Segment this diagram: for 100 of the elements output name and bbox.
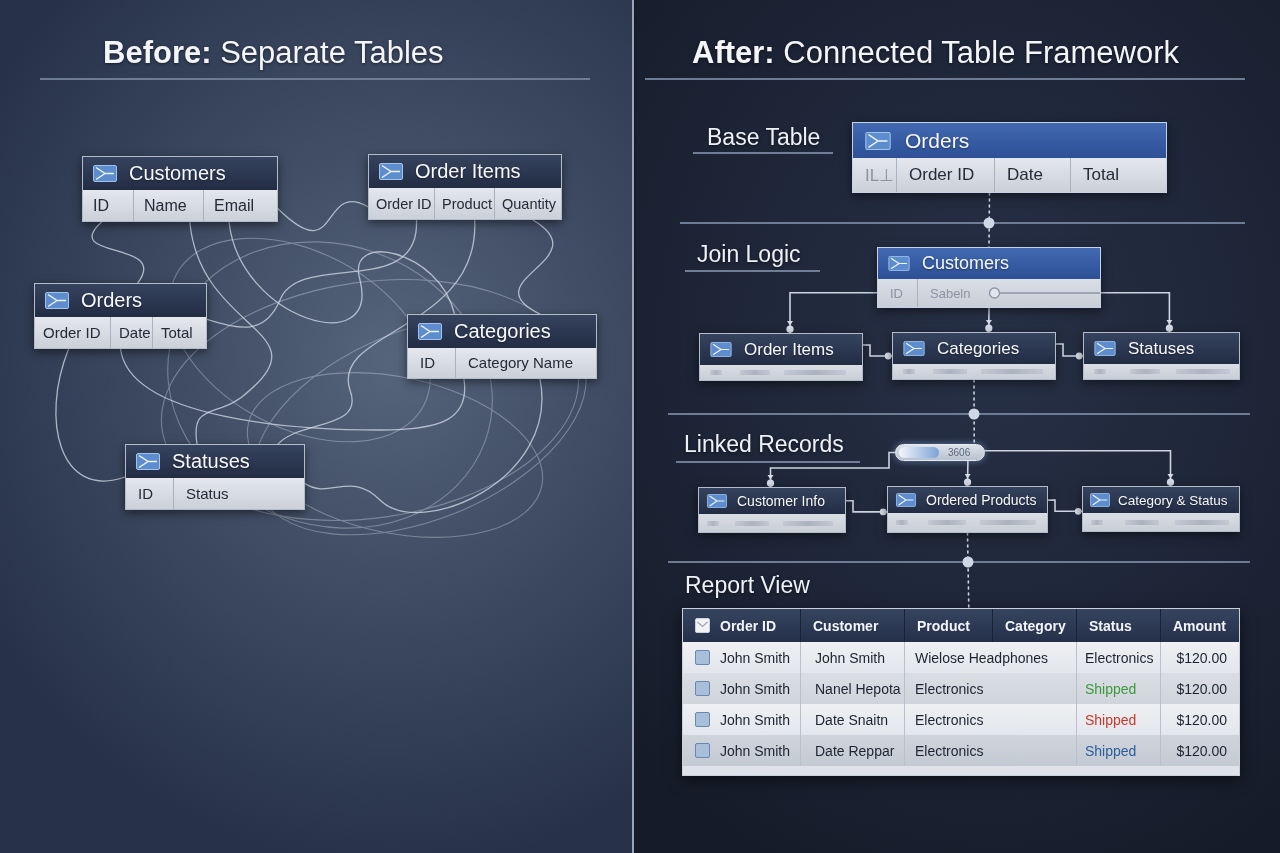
category-name: Electronics (1085, 649, 1154, 666)
section-label: Linked Records (684, 430, 844, 458)
column-name: ID (420, 354, 435, 371)
person-name: John Smith (720, 742, 791, 759)
section-label: Base Table (707, 123, 821, 151)
table-title: Categories (454, 320, 551, 343)
column-name: Product (442, 195, 492, 212)
person-name: Nanel Hepota (815, 680, 901, 697)
column-name: Category Name (468, 354, 574, 371)
tangled-line (304, 378, 543, 513)
table-card (82, 156, 278, 222)
tangled-line (228, 221, 456, 323)
column-name: Order ID (909, 165, 975, 184)
column-name: ID (93, 196, 109, 214)
connector-line (845, 500, 888, 516)
section-label: Join Logic (697, 240, 801, 268)
tangled-line (206, 219, 418, 328)
column-name: Order ID (43, 323, 101, 341)
connector-line (1047, 499, 1083, 515)
connector-line (1055, 343, 1084, 360)
column-header: Product (917, 617, 970, 634)
connector-line (963, 460, 972, 487)
table-card (407, 314, 597, 379)
column-header: Customer (813, 617, 879, 634)
column-name: ID (890, 286, 903, 301)
table-title: Customers (922, 253, 1010, 274)
column-name: Date (119, 323, 151, 341)
panel-heading: After: Connected Table Framework (692, 34, 1180, 72)
link-pill (895, 444, 985, 461)
amount-value: $120.00 (1176, 649, 1227, 666)
category-name: Electronics (915, 680, 984, 697)
column-name: Date (1007, 165, 1043, 184)
tangled-line (189, 221, 273, 445)
table-title: Order Items (744, 339, 834, 360)
column-name: Sabeln (930, 286, 971, 301)
connector-line (766, 451, 896, 488)
section-label: Report View (685, 571, 810, 599)
amount-value: $120.00 (1176, 680, 1227, 697)
connector-line (862, 344, 893, 360)
table-title: Customer Info (737, 493, 825, 509)
column-name: ID (138, 484, 153, 502)
panel (636, 0, 1280, 853)
person-name: John Smith (815, 649, 886, 666)
column-name: Order ID (376, 195, 432, 212)
category-name: Electronics (915, 742, 984, 759)
person-name: Date Snaitn (815, 711, 889, 728)
tangled-line (277, 219, 476, 445)
connector-line (1100, 292, 1173, 333)
status-label: Shipped (1085, 742, 1137, 759)
tangled-line (518, 219, 554, 315)
amount-value: $120.00 (1176, 711, 1227, 728)
table-card (852, 122, 1167, 193)
table-title: Category & Status (1118, 492, 1228, 508)
table-card (368, 154, 562, 220)
tangled-line (55, 348, 126, 482)
column-header: Amount (1173, 617, 1226, 634)
column-name: Name (144, 196, 187, 214)
amount-value: $120.00 (1176, 742, 1227, 759)
table-title: Categories (937, 338, 1020, 359)
person-name: John Smith (720, 711, 791, 728)
table-card (877, 247, 1101, 308)
tangled-line (91, 221, 145, 284)
column-name: Total (161, 323, 193, 341)
panel-heading: Before: Separate Tables (103, 34, 444, 72)
report-table (682, 608, 1240, 776)
column-name: Status (186, 484, 229, 502)
table-card (699, 333, 863, 381)
connector-line (973, 379, 975, 445)
table-title: Orders (905, 128, 970, 153)
connector-line (988, 192, 991, 248)
table-card (125, 444, 305, 510)
column-header: Category (1005, 617, 1066, 634)
connector-line (985, 307, 993, 333)
tangled-line (277, 201, 369, 232)
table-card (887, 486, 1048, 533)
person-name: John Smith (720, 680, 791, 697)
tangled-line (119, 348, 466, 431)
table-title: Statuses (172, 450, 250, 473)
column-header: Order ID (720, 617, 776, 634)
status-label: Shipped (1085, 680, 1137, 697)
panel (0, 0, 634, 853)
product-name: Wielose Headphones (915, 649, 1049, 666)
pill-text: 3606 (948, 447, 971, 458)
connector-line (786, 292, 878, 334)
category-name: Electronics (915, 711, 984, 728)
status-label: Shipped (1085, 711, 1137, 728)
connector-line (966, 532, 970, 609)
table-title: Order Items (415, 160, 521, 183)
person-name: John Smith (720, 649, 791, 666)
person-name: Date Reppar (815, 742, 895, 759)
column-name: IL⊥ (865, 165, 895, 185)
column-name: Quantity (502, 195, 556, 212)
column-header: Status (1089, 617, 1132, 634)
table-card (892, 332, 1056, 380)
table-card (1083, 332, 1240, 380)
table-card (34, 283, 207, 349)
table-title: Orders (81, 289, 143, 312)
table-card (698, 487, 846, 533)
connector-line (984, 450, 1175, 487)
table-card (1082, 486, 1240, 532)
